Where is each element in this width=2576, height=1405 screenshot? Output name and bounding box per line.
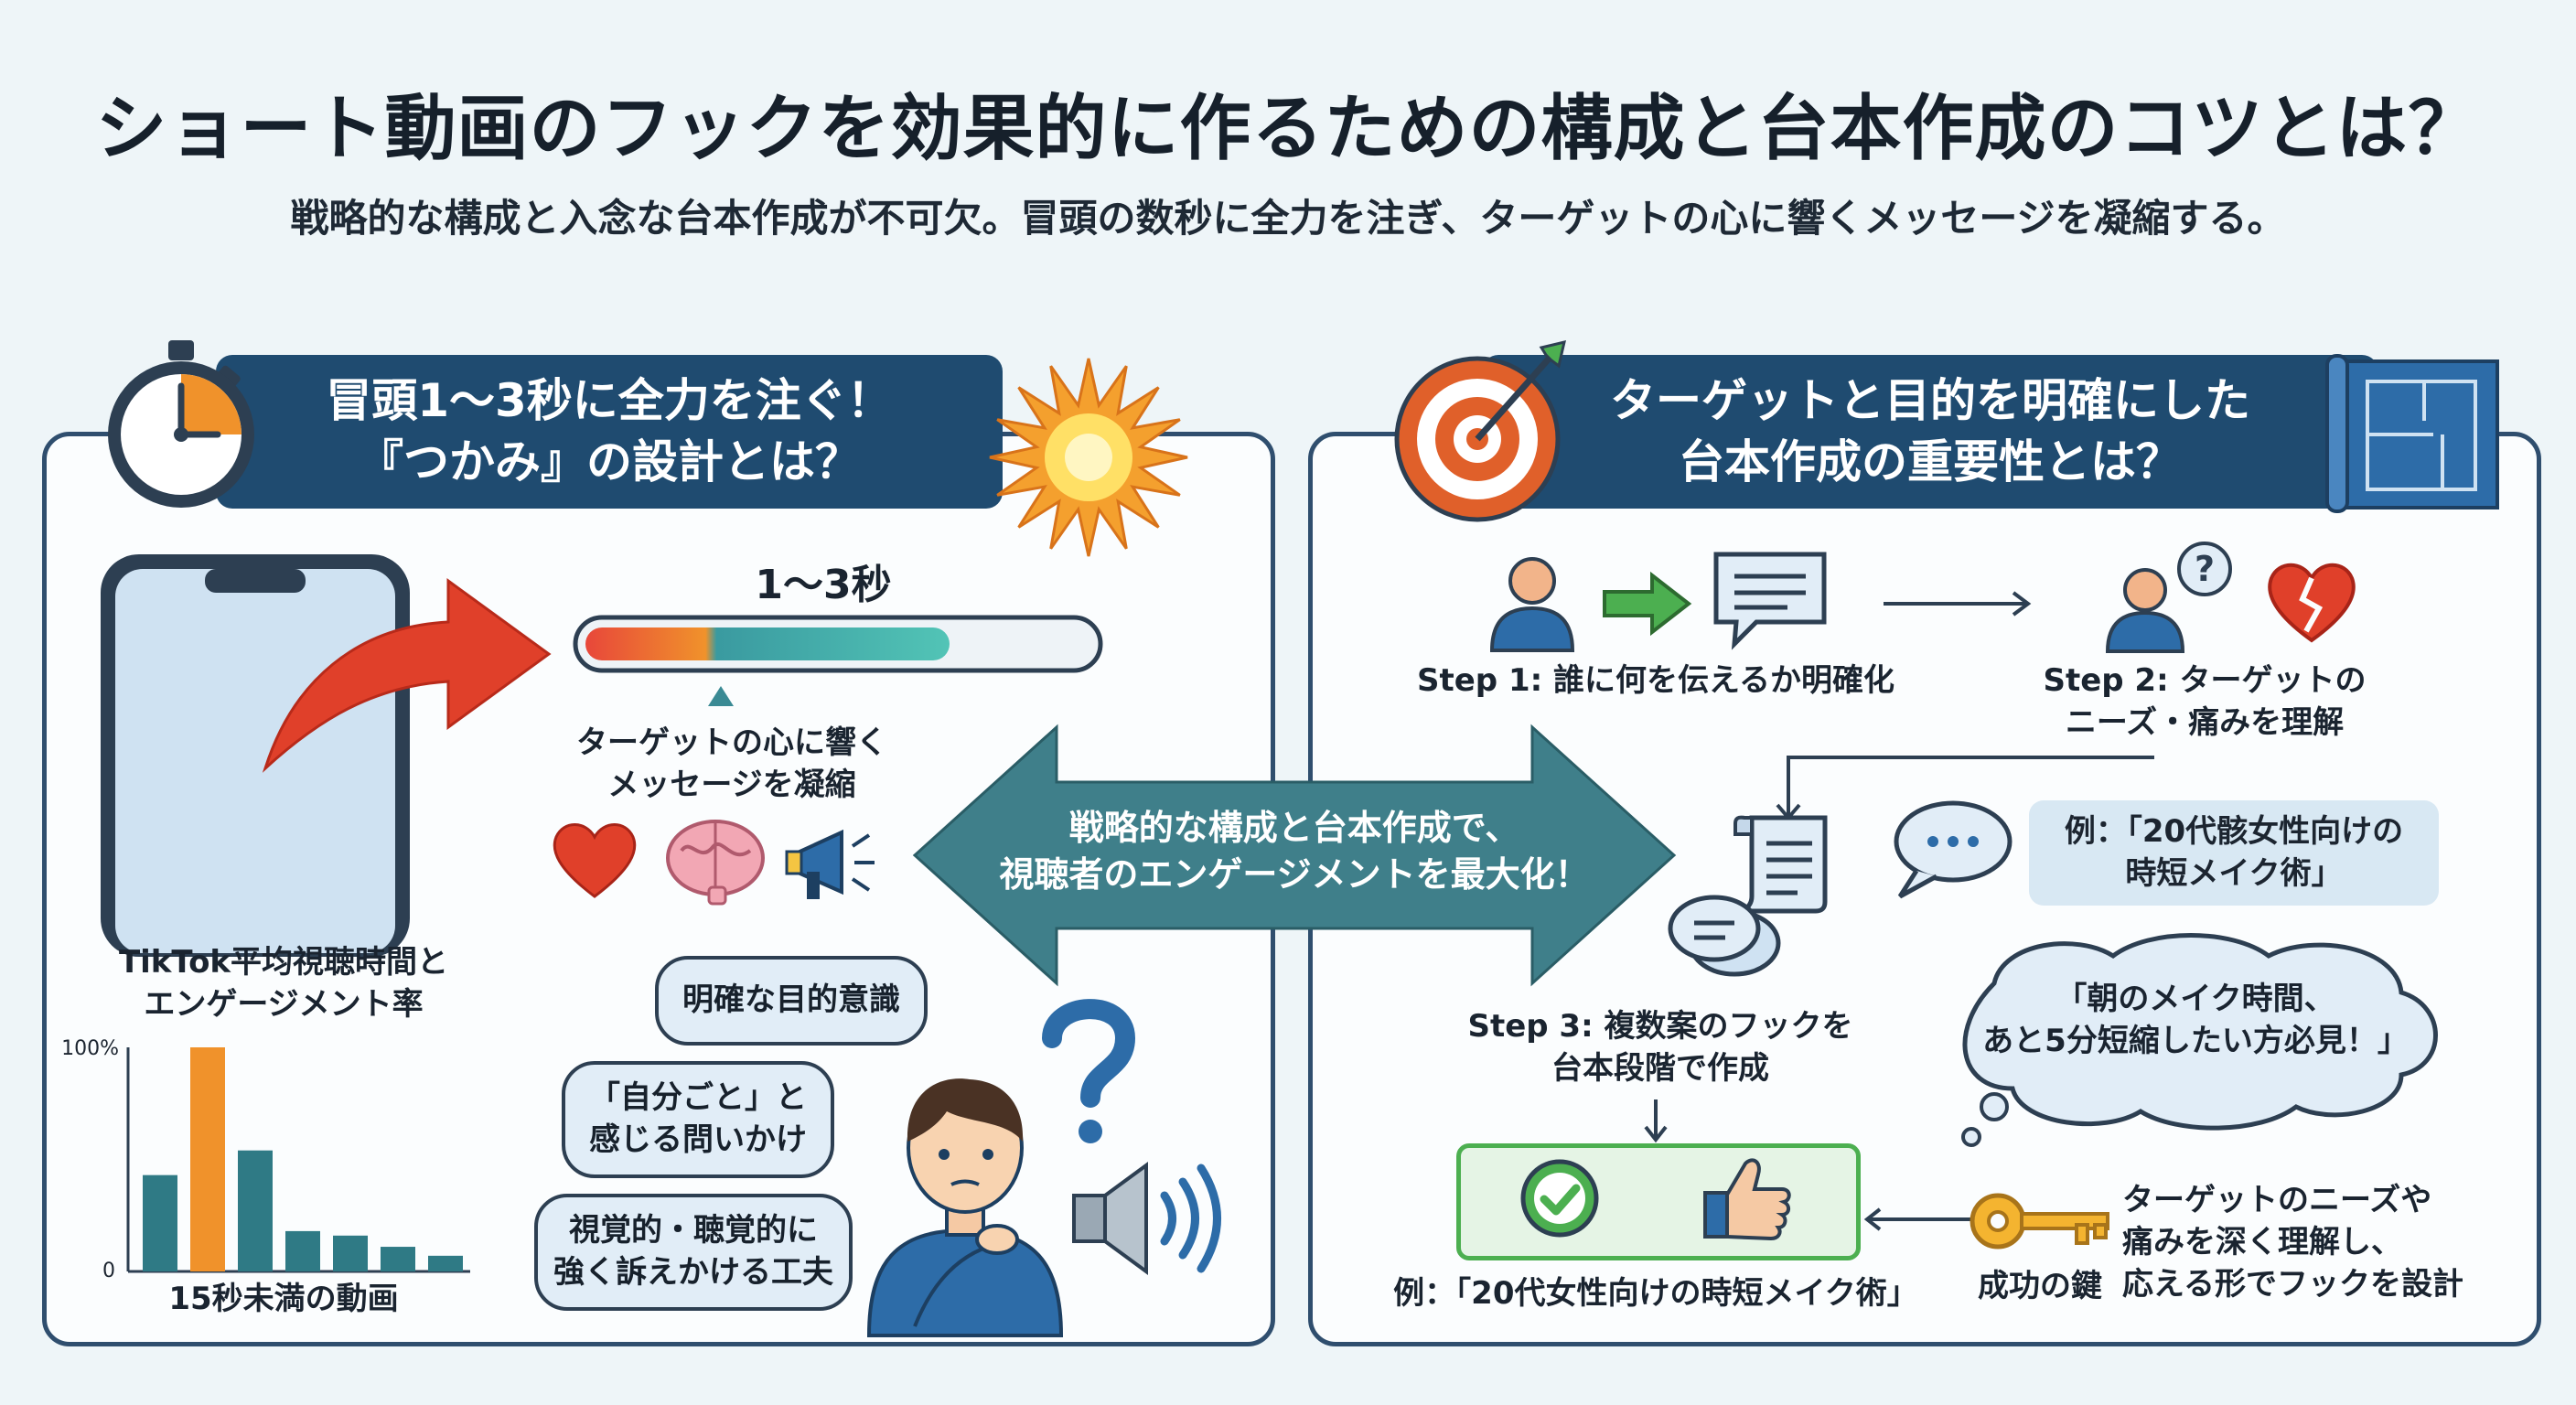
- thought-text-line2: あと5分短縮したい方必見！」: [1982, 1022, 2409, 1059]
- chat-icon: [1668, 895, 1781, 977]
- left-banner: 冒頭1〜3秒に全力を注ぐ！ 『つかみ』の設計とは？: [216, 355, 1003, 509]
- key-text-line1: ターゲットのニーズや: [2122, 1182, 2432, 1218]
- bubble-clear-purpose-text: 明確な目的意識: [682, 981, 900, 1019]
- step1-label: Step 1: 誰に何を伝えるか明確化: [1416, 662, 1895, 699]
- right-banner-line1: ターゲットと目的を明確にした: [1610, 373, 2250, 427]
- bubble-self-relevance-line2: 感じる問いかけ: [589, 1121, 807, 1158]
- result-box: [1456, 1143, 1861, 1260]
- right-banner: ターゲットと目的を明確にした 台本作成の重要性とは？: [1482, 355, 2378, 509]
- stopwatch-icon: [108, 340, 254, 508]
- bubble-clear-purpose: 明確な目的意識: [655, 956, 928, 1046]
- page-title: ショート動画のフックを効果的に作るための構成と台本作成のコツとは？: [95, 88, 2481, 170]
- step2-label: Step 2: ターゲットの ニーズ・痛みを理解: [2012, 660, 2397, 745]
- speaker-icon: [1072, 1162, 1221, 1275]
- chart-bar: [238, 1150, 273, 1271]
- timer-label: 1〜3秒: [755, 562, 892, 608]
- heart-icon: [553, 823, 637, 898]
- svg-text:?: ?: [2195, 549, 2215, 589]
- key-label: 成功の鍵: [1978, 1268, 2102, 1304]
- step2-label-line2: ニーズ・痛みを理解: [2065, 703, 2345, 741]
- thumbs-up-icon: [1703, 1158, 1791, 1241]
- thought-text: 「朝のメイク時間、 あと5分短縮したい方必見！」: [1967, 979, 2424, 1063]
- example-box-line1: 例：「20代骸女性向けの: [2064, 812, 2404, 850]
- message-icon: [1713, 552, 1827, 650]
- timer-bar: [573, 615, 1103, 706]
- example-box: 例：「20代骸女性向けの 時短メイク術」: [2029, 800, 2439, 906]
- thought-cloud: [1961, 933, 2438, 1147]
- step3-label-line1: Step 3: 複数案のフックを: [1467, 1008, 1853, 1045]
- flow-arrow-key-to-result: [1863, 1207, 1976, 1231]
- target-message: ターゲットの心に響く メッセージを凝縮: [549, 723, 915, 807]
- checkmark-icon: [1520, 1159, 1599, 1238]
- chart-title-line2: エンゲージメント率: [144, 985, 424, 1023]
- megaphone-icon: [785, 829, 875, 899]
- thought-text-line1: 「朝のメイク時間、: [2055, 981, 2335, 1017]
- chart-bar: [190, 1047, 225, 1271]
- chart-title-line1: TikTok平均視聴時間と: [118, 944, 449, 981]
- person-question-icon: ?: [2105, 542, 2232, 653]
- document-icon: [1733, 815, 1828, 914]
- curved-arrow-icon: [262, 578, 552, 773]
- center-arrow-text: 戦略的な構成と台本作成で、 視聴者のエンゲージメントを最大化！: [997, 805, 1592, 899]
- broken-heart-icon: [2268, 563, 2356, 643]
- example-box-line2: 時短メイク術」: [2125, 854, 2343, 892]
- page-subtitle: 戦略的な構成と入念な台本作成が不可欠。冒頭の数秒に全力を注ぎ、ターゲットの心に響…: [290, 196, 2286, 241]
- chart-caption: 15秒未満の動画: [168, 1281, 399, 1317]
- flow-arrow-step1-to-step2: [1884, 591, 2032, 617]
- explosion-icon: [989, 358, 1188, 557]
- target-message-line1: ターゲットの心に響く: [576, 724, 887, 761]
- bubble-sensory-appeal-line2: 強く訴えかける工夫: [553, 1254, 833, 1291]
- question-mark-icon: [1042, 999, 1136, 1143]
- person-thinking-icon: [866, 1078, 1064, 1337]
- key-text-line2: 痛みを深く理解し、: [2122, 1223, 2402, 1260]
- right-banner-line2: 台本作成の重要性とは？: [1679, 435, 2182, 488]
- chart-bar: [333, 1235, 368, 1271]
- target-icon: [1394, 339, 1567, 522]
- example-bottom: 例：「20代女性向けの時短メイク術」: [1393, 1275, 1918, 1312]
- brain-icon: [666, 820, 765, 906]
- step3-label: Step 3: 複数案のフックを 台本段階で作成: [1445, 1006, 1875, 1090]
- chart-ytick-label: 100%: [61, 1037, 119, 1060]
- green-arrow-icon: [1603, 571, 1692, 637]
- person-icon: [1489, 557, 1575, 652]
- bubble-sensory-appeal-line1: 視覚的・聴覚的に: [569, 1212, 818, 1249]
- step2-label-line1: Step 2: ターゲットの: [2043, 662, 2367, 699]
- left-banner-line2: 『つかみ』の設計とは？: [358, 435, 861, 488]
- smartphone-icon: [101, 554, 410, 957]
- bubble-sensory-appeal: 視覚的・聴覚的に 強く訴えかける工夫: [534, 1194, 853, 1311]
- chart-title: TikTok平均視聴時間と エンゲージメント率: [101, 942, 467, 1026]
- bar-chart: 100% 0: [61, 1037, 470, 1282]
- blueprint-icon: [2325, 354, 2499, 513]
- chart-bar: [428, 1255, 463, 1271]
- step3-label-line2: 台本段階で作成: [1551, 1049, 1769, 1087]
- bubble-self-relevance: 「自分ごと」と 感じる問いかけ: [562, 1061, 834, 1178]
- chart-bar: [381, 1247, 415, 1271]
- target-message-line2: メッセージを凝縮: [607, 766, 856, 803]
- center-arrow-line1: 戦略的な構成と台本作成で、: [1068, 808, 1520, 848]
- chat-dots-icon: [1894, 800, 2012, 899]
- center-arrow-line2: 視聴者のエンゲージメントを最大化！: [999, 854, 1590, 896]
- bubble-self-relevance-line1: 「自分ごと」と: [589, 1079, 807, 1117]
- left-banner-line1: 冒頭1〜3秒に全力を注ぐ！: [326, 373, 893, 427]
- key-icon: [1970, 1193, 2109, 1249]
- flow-arrow-step3-down: [1644, 1099, 1668, 1143]
- key-text: ターゲットのニーズや 痛みを深く理解し、 応える形でフックを設計: [2122, 1180, 2488, 1306]
- chart-bar: [285, 1230, 320, 1271]
- key-text-line3: 応える形でフックを設計: [2122, 1265, 2463, 1303]
- center-double-arrow: [912, 724, 1677, 987]
- chart-bar: [143, 1174, 177, 1271]
- chart-ytick-label: 0: [102, 1260, 115, 1282]
